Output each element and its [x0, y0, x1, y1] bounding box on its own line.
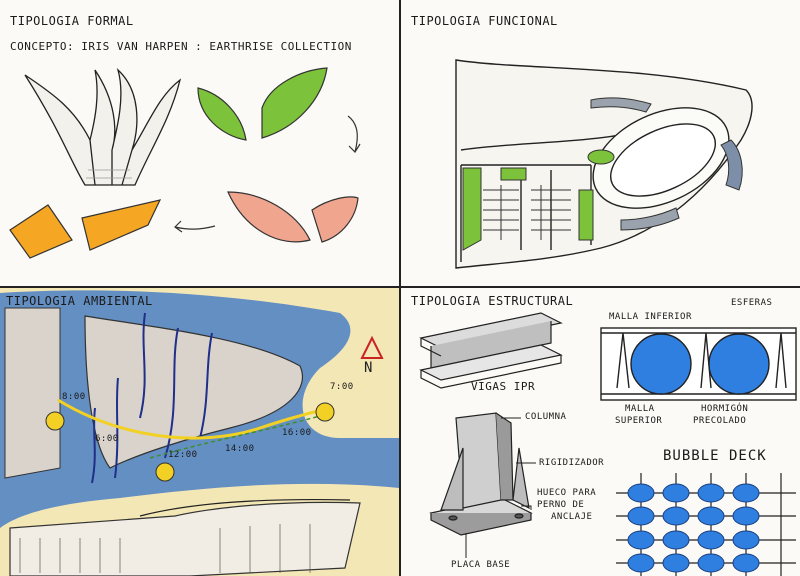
- label-placa-base: Placa base: [451, 560, 511, 570]
- formal-title: Tipologia formal: [10, 14, 134, 28]
- wind-lines: [91, 312, 213, 484]
- time-label-4: 14:00: [225, 444, 255, 454]
- green-leaf-2: [261, 67, 328, 139]
- funcional-title: Tipologia funcional: [411, 14, 558, 28]
- grey-accent-1: [590, 97, 652, 113]
- formal-concept: Concepto: Iris Van Harpen : Earthrise co…: [10, 40, 352, 53]
- time-label-3: 12:00: [168, 450, 198, 460]
- green-room-2: [578, 189, 594, 241]
- label-malla-superior-2: superior: [615, 416, 663, 426]
- panel-tipologia-ambiental: Tipologia ambiental N 8:00 6:00 12:00 14…: [0, 288, 399, 576]
- time-label-6: 7:00: [330, 382, 354, 392]
- sun-marker-west: [45, 411, 65, 431]
- north-label: N: [364, 360, 374, 376]
- north-arrow-icon: [360, 335, 384, 359]
- estructural-sketches: [419, 312, 797, 576]
- panel-tipologia-funcional: Tipologia funcional: [401, 0, 800, 286]
- i-beam: [419, 312, 563, 389]
- grey-accent-2: [720, 139, 743, 191]
- building-sketch: [9, 501, 361, 576]
- green-room-3: [587, 149, 615, 165]
- time-label-2: 6:00: [95, 434, 119, 444]
- panel-tipologia-formal: Tipologia formal Concepto: Iris Van Harp…: [0, 0, 399, 286]
- panel-tipologia-estructural: Tipologia estructural Vigas IPR Columna …: [401, 288, 800, 576]
- label-anclaje: anclaje: [551, 512, 593, 522]
- orange-shape-1: [9, 204, 73, 259]
- vertical-divider: [399, 0, 401, 576]
- label-columna: Columna: [525, 412, 567, 422]
- salmon-shape-1: [227, 191, 311, 243]
- formal-sketch: [9, 67, 361, 259]
- label-esferas: Esferas: [731, 298, 773, 308]
- column-base: [429, 412, 533, 536]
- sun-marker-south: [155, 462, 175, 482]
- bubble-deck-section: [600, 327, 797, 401]
- sun-marker-east: [315, 402, 335, 422]
- green-room-4: [500, 167, 527, 181]
- orange-shape-2: [81, 199, 162, 251]
- green-room-1: [462, 167, 482, 251]
- label-malla-superior-1: Malla: [625, 404, 655, 414]
- arrow-left-icon: [174, 220, 216, 233]
- ambiental-title: Tipologia ambiental: [6, 294, 153, 308]
- estructural-title: Tipologia estructural: [411, 294, 574, 308]
- horizontal-divider: [0, 286, 800, 288]
- arrow-down-icon: [347, 115, 361, 153]
- time-label-1: 8:00: [62, 392, 86, 402]
- iris-sculpture: [24, 67, 182, 186]
- label-hormigon-2: precolado: [693, 416, 747, 426]
- bubble-deck-grid: [616, 473, 796, 576]
- label-hueco: Hueco para: [537, 488, 597, 498]
- sphere-1: [630, 333, 692, 395]
- site-land: [84, 315, 304, 469]
- label-malla-inferior: Malla inferior: [609, 312, 692, 322]
- label-vigas: Vigas IPR: [471, 380, 536, 393]
- time-label-5: 16:00: [282, 428, 312, 438]
- ambiental-site-map: [0, 288, 399, 576]
- label-bubble-deck: Bubble deck: [663, 448, 767, 464]
- label-hormigon-1: Hormigón: [701, 404, 749, 414]
- salmon-shape-2: [311, 196, 359, 243]
- sun-path: [57, 398, 331, 440]
- sphere-2: [708, 333, 770, 395]
- grey-accent-3: [620, 207, 680, 231]
- label-perno: perno de: [537, 500, 585, 510]
- funcional-plan: [455, 59, 753, 269]
- label-rigidizador: Rigidizador: [539, 458, 605, 468]
- green-leaf-1: [197, 87, 247, 141]
